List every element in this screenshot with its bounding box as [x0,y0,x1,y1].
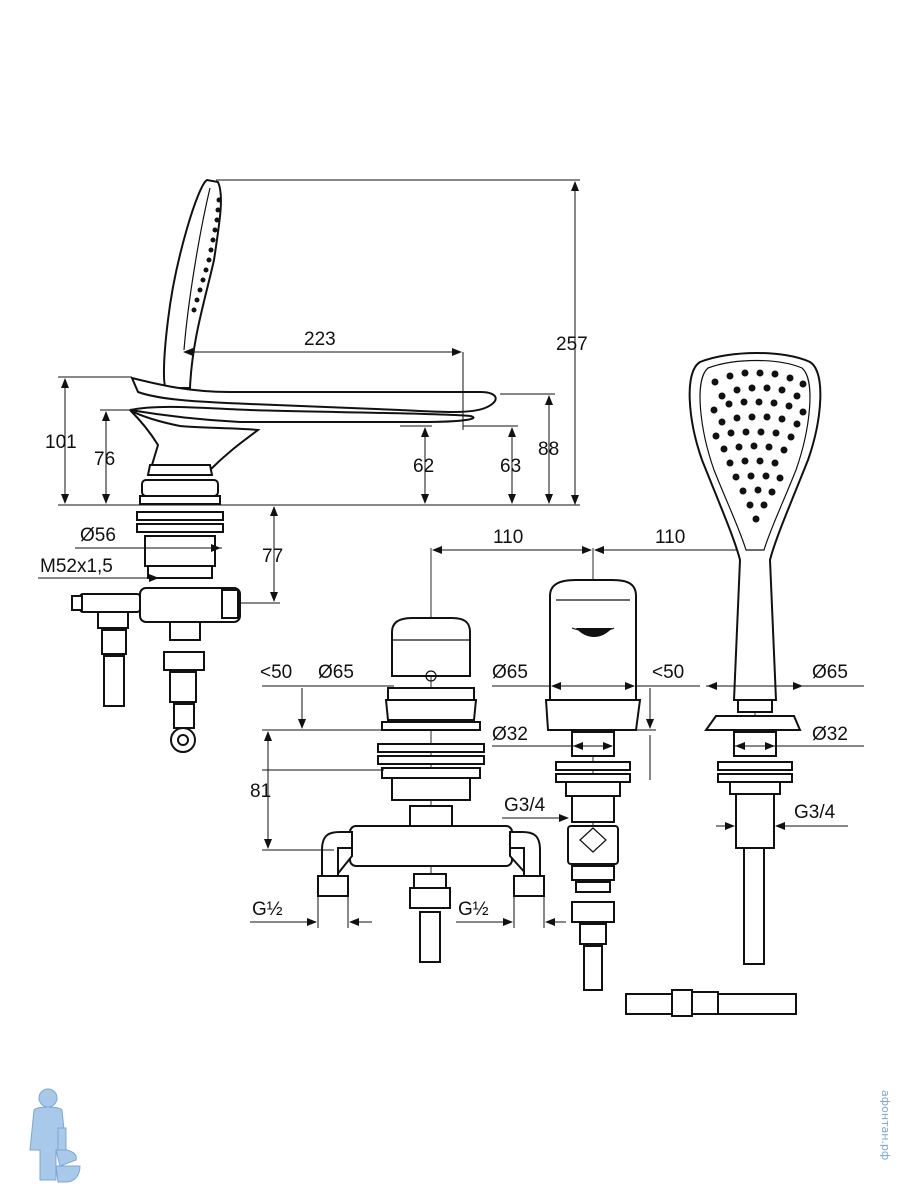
dim-diameter-65-right: Ø65 [812,662,848,683]
dim-thread-g34-right: G3/4 [794,802,836,823]
valve-body [146,464,214,476]
dim-223: 223 [304,329,336,350]
dim-110-left: 110 [493,527,523,548]
spout-side-view: 257 223 101 76 62 63 88 Ø56 M [38,178,588,753]
dim-63: 63 [500,456,521,477]
dim-diameter-65-mid: Ø65 [492,662,528,683]
diverter-valve [544,579,642,991]
dim-thickness-right: <50 [652,662,684,683]
watermark-text: афонтан.рф [879,1090,892,1160]
dim-diameter-65-left: Ø65 [318,662,354,683]
dim-77: 77 [262,546,283,567]
mixing-valve [317,617,545,963]
plumber-mascot-icon [29,1088,81,1183]
dim-diameter-56: Ø56 [80,525,116,546]
spout-lower [129,405,475,423]
shower-nozzles-side [191,197,222,313]
dim-101: 101 [45,432,77,453]
dim-thread-g34-mid: G3/4 [504,795,546,816]
spout-upper [130,376,497,413]
dim-diameter-32-mid: Ø32 [492,724,528,745]
dim-diameter-32-right: Ø32 [812,724,848,745]
dim-thread-g12-right: G½ [458,899,489,920]
dim-257: 257 [556,334,588,355]
dim-thread-g12-left: G½ [252,899,283,920]
components-front-view: 110 110 [250,352,864,1017]
dim-thread-m52: M52x1,5 [40,556,113,577]
dim-thickness-left: <50 [260,662,292,683]
dim-62: 62 [413,456,434,477]
dim-110-right: 110 [655,527,685,548]
lever-handle [129,409,261,472]
shower-nozzles-front [710,369,807,523]
dim-76: 76 [94,449,115,470]
hand-shower-front [625,352,822,1017]
dim-81: 81 [250,781,271,802]
dim-88: 88 [538,439,559,460]
